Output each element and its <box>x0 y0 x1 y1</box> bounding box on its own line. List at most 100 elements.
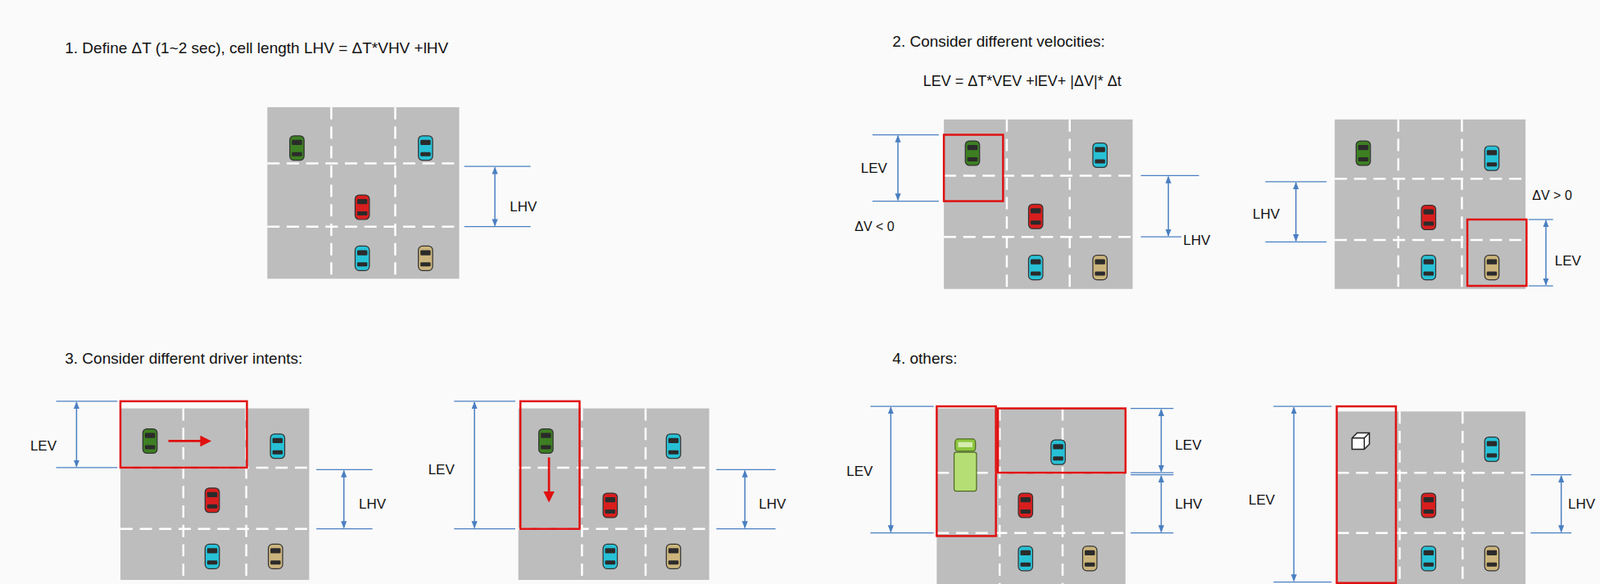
extension-line <box>1530 474 1572 476</box>
rear-window <box>1423 271 1434 277</box>
vehicle <box>1421 546 1436 572</box>
vehicle <box>1484 145 1499 171</box>
vehicle <box>354 245 369 271</box>
dimension-line <box>76 402 78 467</box>
road <box>120 408 309 581</box>
dimension <box>1141 175 1200 237</box>
vehicle-body <box>965 140 980 166</box>
vehicle <box>270 434 285 459</box>
dimension-line <box>1295 182 1297 241</box>
vehicle <box>539 429 553 454</box>
road-surface <box>120 408 309 581</box>
windshield <box>1020 497 1031 503</box>
windshield <box>967 145 978 150</box>
dimension-label: LHV <box>1250 206 1282 223</box>
dimension <box>453 401 516 530</box>
vehicle-body <box>539 429 553 454</box>
dimension-label: LEV <box>28 438 59 455</box>
extension-line <box>56 400 118 402</box>
dimension-line <box>1545 220 1546 286</box>
windshield <box>1423 259 1434 265</box>
windshield <box>1030 208 1041 214</box>
vehicle-body <box>602 493 617 518</box>
truck-window <box>958 442 973 448</box>
vehicle-body <box>1018 546 1033 572</box>
windshield <box>270 548 281 553</box>
vehicle <box>1355 140 1370 166</box>
cell-highlight <box>120 401 247 468</box>
vehicle-body <box>1355 140 1370 166</box>
road <box>936 408 1125 584</box>
windshield <box>668 438 679 444</box>
vehicle-body <box>1018 493 1033 518</box>
vehicle <box>1484 255 1499 281</box>
vehicle-body <box>1484 255 1499 281</box>
extension-line <box>1264 181 1327 182</box>
rear-window <box>270 560 281 565</box>
lane-divider <box>1061 408 1064 584</box>
windshield <box>272 438 283 444</box>
rear-window <box>1030 271 1041 277</box>
rear-window <box>605 560 616 565</box>
dimension-label: LHV <box>756 496 788 513</box>
windshield <box>1423 550 1434 556</box>
vehicle <box>290 135 304 161</box>
lane-divider <box>1460 119 1463 290</box>
rear-window <box>668 560 679 565</box>
rear-window <box>207 504 218 509</box>
rear-window <box>1423 221 1434 226</box>
rear-window <box>1486 562 1497 567</box>
extension-line <box>872 200 939 202</box>
vehicle <box>1421 205 1436 231</box>
windshield <box>357 199 368 204</box>
vehicle-body <box>1051 439 1066 465</box>
rear-window <box>1358 157 1369 162</box>
vehicle-body <box>1421 546 1436 572</box>
lane-divider <box>1398 411 1401 584</box>
intent-arrow <box>168 439 210 443</box>
cell-highlight <box>997 408 1126 474</box>
windshield <box>605 548 616 553</box>
road <box>943 119 1133 290</box>
extension-line <box>316 528 373 530</box>
vehicle-body <box>1028 203 1043 229</box>
cell-line <box>1334 177 1526 180</box>
dimension-line <box>897 135 898 201</box>
vehicle-body <box>1421 255 1436 281</box>
dimension-label: LEV <box>426 462 457 479</box>
cell-highlight <box>943 135 1003 202</box>
windshield <box>1486 440 1497 446</box>
lane-divider <box>182 408 185 581</box>
dimension-line <box>890 407 892 532</box>
panel-heading: 4. others: <box>890 349 959 368</box>
road-surface <box>936 408 1125 584</box>
rear-window <box>1486 453 1497 458</box>
rear-window <box>145 444 155 449</box>
dimension-label: ΔV < 0 <box>852 219 897 235</box>
extension-line <box>1141 175 1200 177</box>
cell-highlight <box>1337 406 1397 584</box>
road-surface <box>1337 411 1526 584</box>
rear-window <box>357 262 368 267</box>
panel-heading: 3. Consider different driver intents: <box>63 349 304 368</box>
vehicle <box>1018 546 1033 572</box>
windshield <box>145 433 155 439</box>
rear-window <box>207 560 218 565</box>
road-surface <box>943 119 1133 290</box>
extension-line <box>1130 407 1174 409</box>
dimension <box>1130 475 1174 534</box>
vehicle <box>418 135 433 161</box>
vehicle <box>965 140 980 166</box>
road <box>1334 119 1526 290</box>
vehicle <box>1421 255 1436 281</box>
dimension <box>870 406 934 534</box>
rear-window <box>1423 562 1434 567</box>
extension-line <box>1528 218 1554 220</box>
vehicle <box>602 493 617 518</box>
truck <box>954 439 977 492</box>
windshield <box>1084 550 1095 556</box>
windshield <box>1030 259 1041 265</box>
windshield <box>1020 550 1031 556</box>
rear-window <box>1020 562 1031 567</box>
road <box>267 107 459 279</box>
